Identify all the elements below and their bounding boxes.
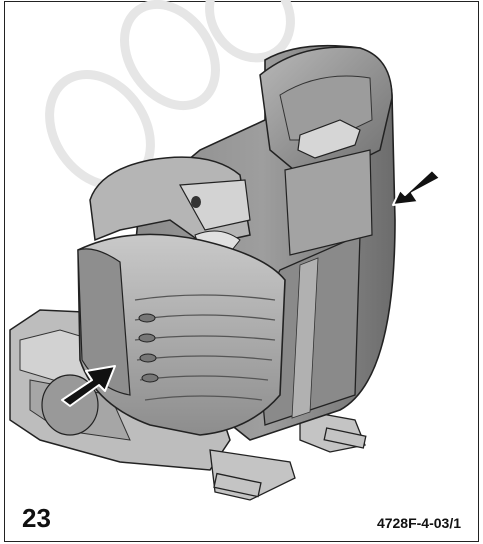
arrow-icon	[61, 365, 116, 407]
padded-side-cushion	[77, 233, 286, 436]
isofix-rails	[209, 409, 367, 501]
side-wing	[89, 156, 251, 251]
figure-code: 4728F-4-03/1	[376, 515, 461, 531]
figure-number: 23	[22, 503, 51, 533]
arrow-icon	[392, 169, 441, 206]
